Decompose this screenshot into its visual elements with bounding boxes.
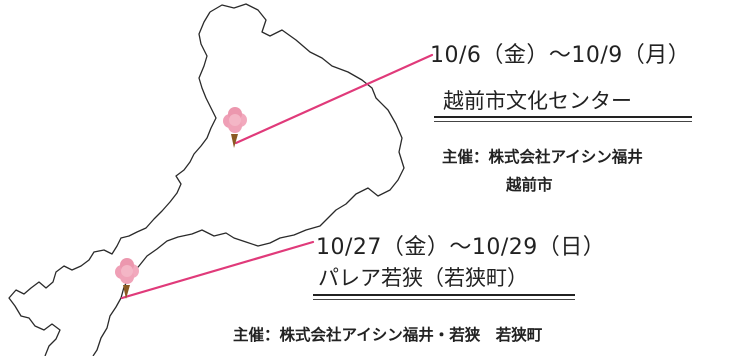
cotton-candy-marker-wakasa bbox=[115, 258, 139, 299]
venue-underline-wakasa-second bbox=[313, 299, 575, 300]
leader-line-wakasa bbox=[120, 240, 315, 300]
event-venue-echizen: 越前市文化センター bbox=[443, 89, 632, 113]
event-date-echizen: 10/6（金）～10/9（月） bbox=[430, 43, 691, 68]
event-organizer-echizen: 主催：株式会社アイシン福井 bbox=[442, 148, 643, 166]
event-venue-wakasa: パレア若狭（若狭町） bbox=[318, 266, 528, 290]
event-date-wakasa: 10/27（金）～10/29（日） bbox=[316, 235, 606, 260]
venue-underline-wakasa bbox=[313, 294, 575, 296]
cotton-candy-icon bbox=[223, 107, 247, 148]
venue-underline-echizen bbox=[434, 116, 692, 118]
venue-underline-echizen-second bbox=[434, 121, 692, 122]
leader-line-echizen bbox=[234, 53, 434, 145]
event-organizer-wakasa: 主催：株式会社アイシン福井・若狭 若狭町 bbox=[233, 326, 543, 344]
event-organizer-echizen-city: 越前市 bbox=[506, 176, 553, 194]
cotton-candy-marker-echizen bbox=[223, 107, 247, 148]
cotton-candy-icon bbox=[115, 258, 139, 299]
prefecture-outline bbox=[8, 3, 405, 356]
